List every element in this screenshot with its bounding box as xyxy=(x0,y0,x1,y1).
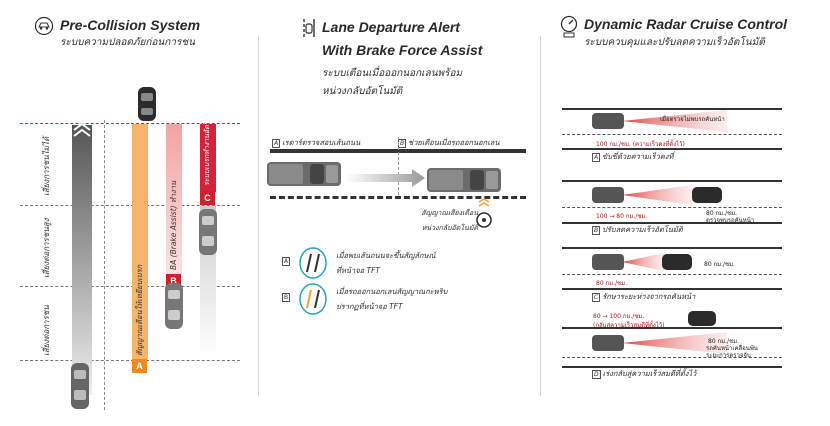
legend-a-tag: A xyxy=(282,257,291,266)
lane-dashed-line xyxy=(270,196,526,199)
warning-line1: สัญญาณเสียงเตือน xyxy=(421,209,478,217)
vehicle-c xyxy=(199,209,217,255)
car-collision-icon xyxy=(34,16,54,36)
legend-a-text: เมื่อพบเส้นถนนจะขึ้นสัญลักษณ์ ที่หน้าจอ … xyxy=(336,250,435,277)
radar-beam xyxy=(592,185,722,205)
legend-b-line1: เมื่อรถออกนอกเลนสัญญาณกะพริบ xyxy=(336,287,448,296)
lda-title-line1: Lane Departure Alert xyxy=(322,19,460,35)
scene-b-speed: 100 → 80 กม./ชม. xyxy=(596,213,648,220)
legend-a-line2: ที่หน้าจอ TFT xyxy=(336,266,380,275)
scene-a-speed: 100 กม./ชม. (ความเร็วคงที่ตั้งไว้) xyxy=(596,141,685,148)
scene-b-right-note: 80 กม./ชม. xyxy=(706,210,737,217)
scene-d-right-note: 80 กม./ชม. xyxy=(708,338,739,345)
bar-c-label: ระบบเบรกทำงานอัตโนมัติ xyxy=(203,107,211,186)
radar-beam xyxy=(592,332,727,354)
scene-d-speed2: (กลับสู่ความเร็วสมดีที่ตั้งไว้) xyxy=(593,322,665,329)
lda-subtitle-line2: หน่วงกลับอัตโนมัติ xyxy=(322,86,403,97)
front-vehicle xyxy=(138,87,156,121)
direction-arrow xyxy=(346,169,425,187)
pcs-subtitle: ระบบความปลอดภัยก่อนการชน xyxy=(60,37,195,48)
pcs-title: Pre-Collision System xyxy=(60,17,201,33)
bar-c-auto-brake xyxy=(200,124,216,192)
zone-label-unavoidable: เสี่ยงการชนไม่ได้ xyxy=(42,136,51,196)
zone-label-high-risk: เสี่ยงต่อการชนสูง xyxy=(42,218,51,278)
radar-beam xyxy=(592,110,727,132)
legend-b-text: เมื่อรถออกนอกเลนสัญญาณกะพริบ ปรากฏที่หน้… xyxy=(336,286,447,313)
own-vehicle xyxy=(71,363,89,409)
pickup-truck-a xyxy=(267,162,341,186)
column-divider xyxy=(540,36,541,396)
pickup-truck-b xyxy=(427,168,501,192)
steering-wheel-icon xyxy=(476,198,492,228)
warning-text: สัญญาณเสียงเตือน หน่วงกลับอัตโนมัติ xyxy=(398,208,478,234)
zone-label-risk: เสี่ยงต่อการชน xyxy=(42,305,51,356)
drcc-subtitle: ระบบควบคุมและปรับลดความเร็วอัตโนมัติ xyxy=(584,37,765,48)
chevron-up-icon xyxy=(73,122,91,137)
column-divider xyxy=(258,36,259,396)
front-vehicle-merging xyxy=(688,311,716,326)
badge-c: C xyxy=(200,191,215,205)
bar-b-label: BA (Brake Assist) ทำงาน xyxy=(169,180,178,270)
legend-b-tag: B xyxy=(282,293,291,302)
tft-alert-icon xyxy=(299,283,327,315)
scene-c-speed: 80 กม./ชม. xyxy=(596,280,627,287)
danger-line xyxy=(20,123,240,124)
scene-d-right-note3: ระยะการตรวจจับ xyxy=(706,352,751,359)
approach-gradient xyxy=(72,125,92,395)
scene-c-right-note: 80 กม./ชม. xyxy=(704,261,735,268)
box-divider xyxy=(398,137,399,195)
lane-divider xyxy=(104,120,105,410)
lane-departure-icon xyxy=(303,19,315,37)
lda-title-line2: With Brake Force Assist xyxy=(322,42,483,58)
legend-b-line2: ปรากฏที่หน้าจอ TFT xyxy=(336,302,403,311)
scene-d-right-note2: รถคันหน้าเคลื่อนพ้น xyxy=(706,345,758,352)
warning-line2: หน่วงกลับอัตโนมัติ xyxy=(421,224,478,232)
badge-a: A xyxy=(132,359,147,373)
scene-b-right-note2: ตรวจพบรถคันหน้า xyxy=(706,217,755,224)
scene-a-note: เมื่อตรวจไม่พบรถคันหน้า xyxy=(660,116,725,123)
zone-divider xyxy=(20,360,240,361)
legend-a-line1: เมื่อพบเส้นถนนจะขึ้นสัญลักษณ์ xyxy=(336,251,436,260)
zone-divider xyxy=(20,205,240,206)
tft-lane-icon xyxy=(299,247,327,279)
vehicle-b xyxy=(165,283,183,329)
scene-d-speed: 80 → 100 กม./ชม. xyxy=(593,313,645,320)
drcc-title: Dynamic Radar Cruise Control xyxy=(584,16,788,32)
lda-subtitle-line1: ระบบเตือนเมื่อออกนอกเลนพร้อม xyxy=(322,68,463,79)
bar-a-label: สัญญาณเตือนให้เหยียบเบรก xyxy=(135,264,144,356)
bar-a-warning xyxy=(132,124,148,359)
bar-b-brake-assist xyxy=(166,124,182,274)
zone-divider xyxy=(20,286,240,287)
speedometer-icon xyxy=(560,15,578,38)
radar-beam xyxy=(592,253,692,271)
